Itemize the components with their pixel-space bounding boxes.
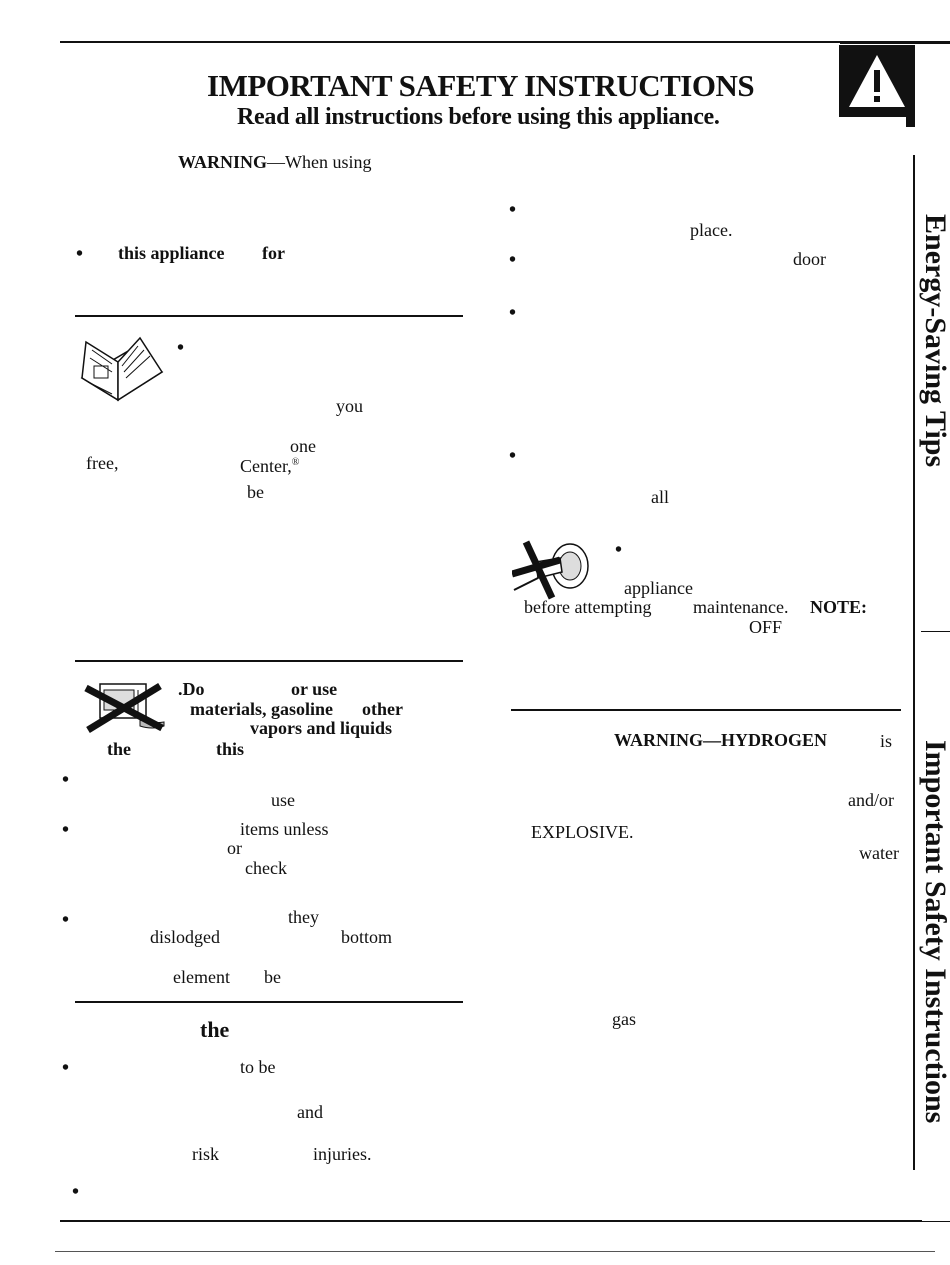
bullet-3-b: or [227, 838, 242, 858]
left-rule-2 [75, 660, 463, 662]
left-rule-3 [75, 1001, 463, 1003]
hydrogen-andor: and/or [848, 790, 894, 810]
hydrogen-explosive: EXPLOSIVE. [531, 822, 634, 842]
hydrogen-is: is [880, 731, 893, 751]
bullet-3: • [62, 819, 70, 841]
no-flam-4a: the [107, 739, 131, 759]
bottom-rule-2 [55, 1251, 935, 1252]
manual-text-3b-span: Center, [240, 456, 292, 476]
manual-text-3b: Center,® [240, 456, 300, 476]
bullet-1: • [76, 243, 84, 265]
side-tab-safety: Important Safety Instructions [919, 740, 950, 1124]
bullet-2: • [62, 769, 70, 791]
manual-text-4: be [247, 482, 264, 502]
page-title: IMPORTANT SAFETY INSTRUCTIONS [207, 68, 755, 103]
no-flam-2: materials, gasoline [190, 699, 333, 719]
warning-tab [839, 45, 915, 117]
right-bullet-1: • [509, 199, 517, 221]
bullet-5-c: risk [192, 1144, 219, 1164]
top-rule [60, 41, 950, 43]
bullet-5-b: and [297, 1102, 323, 1122]
no-flam-3: vapors and liquids [250, 718, 393, 738]
page-subtitle: Read all instructions before using this … [237, 104, 720, 130]
warning-lead: WARNING [178, 152, 268, 172]
right-text-4e: OFF [749, 617, 783, 637]
bullet-3-a: items unless [240, 819, 329, 839]
right-bullet-3: • [509, 302, 517, 324]
no-flam-2b: other [362, 699, 403, 719]
side-divider-2 [921, 1221, 950, 1222]
bottom-rule-1 [60, 1220, 922, 1222]
warning-triangle-icon [849, 55, 905, 107]
no-flam-1b: or use [291, 679, 338, 699]
right-bullet-5: • [615, 539, 623, 561]
right-text-4a: appliance [624, 578, 693, 598]
top-rule-right [840, 43, 950, 44]
right-text-2: door [793, 249, 826, 269]
bullet-4-c: bottom [341, 927, 393, 947]
hydrogen-warning: WARNING—HYDROGEN [614, 730, 828, 750]
bullet-5: • [62, 1057, 70, 1079]
bullet-3-c: check [245, 858, 287, 878]
right-bullet-2: • [509, 249, 517, 271]
right-rule-1 [511, 709, 901, 711]
bullet-1-text-a: this appliance [118, 243, 225, 263]
left-rule-1 [75, 315, 463, 317]
unplug-icon [512, 540, 589, 600]
right-text-3: all [651, 487, 669, 507]
bullet-5-a: to be [240, 1057, 276, 1077]
no-flammables-icon [84, 683, 165, 733]
section-3-heading: the [200, 1017, 230, 1042]
hydrogen-water: water [859, 843, 899, 863]
side-tab-energy-saving: Energy-Saving Tips [919, 214, 950, 468]
warning-intro: WARNING—When using [178, 152, 372, 172]
owners-manual-icon [80, 336, 164, 402]
right-bullet-4: • [509, 445, 517, 467]
manual-text-1: you [336, 396, 363, 416]
hydrogen-gas: gas [612, 1009, 636, 1029]
manual-text-2: one [290, 436, 316, 456]
bullet-4-e: be [264, 967, 281, 987]
bullet-1-text-b: for [262, 243, 285, 263]
bullet-2-text: use [271, 790, 295, 810]
manual-text-3a: free, [86, 453, 119, 473]
right-text-1: place. [690, 220, 733, 240]
right-text-4c: maintenance. [693, 597, 789, 617]
warning-tab-stem [906, 117, 915, 127]
warning-rest: —When using [267, 152, 372, 172]
no-flam-1a: .Do [178, 679, 205, 699]
right-text-4b: before attempting [524, 597, 652, 617]
manual-bullet: • [177, 337, 185, 359]
bullet-5-d: injuries. [313, 1144, 372, 1164]
bullet-4: • [62, 909, 70, 931]
bullet-4-a: they [288, 907, 319, 927]
no-flam-4b: this [216, 739, 245, 759]
bullet-6: • [72, 1181, 80, 1203]
side-rule [913, 155, 915, 1170]
right-text-4d: NOTE: [810, 597, 868, 617]
bullet-4-b: dislodged [150, 927, 220, 947]
bullet-4-d: element [173, 967, 230, 987]
side-divider [921, 631, 950, 632]
